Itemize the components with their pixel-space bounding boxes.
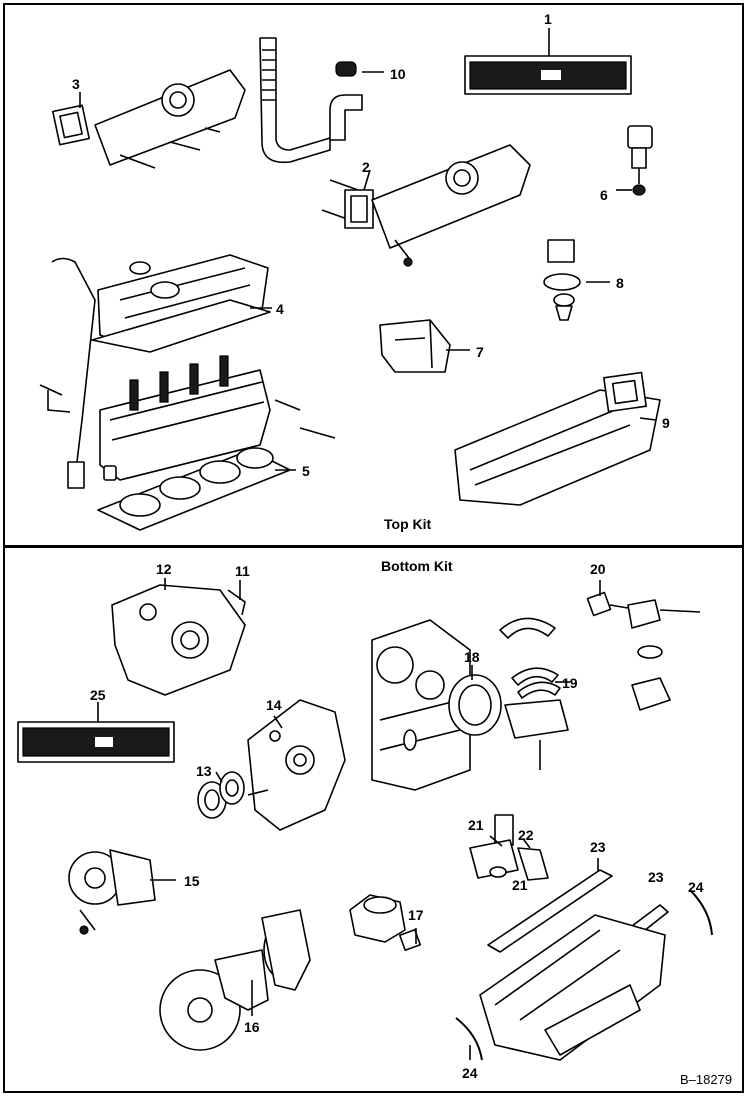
callout-25: 25	[90, 687, 106, 703]
hose-pipe-part-10	[259, 37, 363, 164]
seal-plate-part-18	[448, 674, 502, 736]
flywheel-plate-part-16	[159, 909, 311, 1051]
decal-part-25	[17, 721, 175, 763]
diagram-border	[3, 3, 744, 1093]
callout-5: 5	[302, 463, 310, 479]
callout-7: 7	[476, 344, 484, 360]
oil-pan	[479, 914, 666, 1061]
thermostat-part-8	[543, 239, 581, 321]
callout-18: 18	[464, 649, 480, 665]
seal-part-13	[197, 771, 269, 819]
callout-14: 14	[266, 697, 282, 713]
top-kit-heading: Top Kit	[384, 516, 432, 532]
exhaust-manifold-right	[321, 144, 531, 267]
timing-cover-part-14	[247, 699, 346, 831]
callout-21-upper: 21	[468, 817, 484, 833]
cylinder-head-left	[99, 355, 336, 481]
decal-part-1	[464, 55, 632, 95]
oil-pump-part-21	[469, 814, 549, 881]
bearing-part-19	[499, 617, 569, 770]
water-pump-part-15	[68, 849, 156, 935]
callout-2: 2	[362, 159, 370, 175]
fitting-part-20	[586, 591, 701, 711]
callout-21-lower: 21	[512, 877, 528, 893]
callout-22: 22	[518, 827, 534, 843]
kit-divider-line	[5, 545, 744, 548]
callout-24-right: 24	[688, 879, 704, 895]
callout-19: 19	[562, 675, 578, 691]
figure-number: B–18279	[680, 1072, 733, 1087]
dipstick-tube	[39, 257, 96, 489]
bottom-kit-heading: Bottom Kit	[381, 558, 453, 574]
housing-part-7	[379, 319, 451, 373]
sensor-part-6	[627, 125, 653, 196]
callout-10: 10	[390, 66, 406, 82]
exhaust-manifold-left	[51, 69, 246, 169]
callout-17: 17	[408, 907, 424, 923]
callout-4: 4	[276, 301, 284, 317]
gear-case-part-12	[111, 584, 246, 696]
callout-15: 15	[184, 873, 200, 889]
callout-12: 12	[156, 561, 172, 577]
cylinder-head-part-9	[454, 371, 661, 506]
callout-1: 1	[544, 11, 552, 27]
callout-9: 9	[662, 415, 670, 431]
head-gasket-part-5	[97, 447, 291, 531]
engine-block	[371, 619, 471, 791]
callout-11: 11	[235, 563, 250, 579]
callout-23-upper: 23	[590, 839, 606, 855]
callout-24-lower: 24	[462, 1065, 478, 1081]
rear-seal-part-24b	[455, 1017, 483, 1061]
callout-13: 13	[196, 763, 212, 779]
callout-3: 3	[72, 76, 80, 92]
rear-seal-part-24a	[689, 889, 713, 936]
callout-16: 16	[244, 1019, 260, 1035]
valve-cover-part-4	[91, 254, 271, 353]
callout-6: 6	[600, 187, 608, 203]
callout-23-lower: 23	[648, 869, 664, 885]
fuel-pump-part-17	[349, 894, 422, 952]
callout-20: 20	[590, 561, 606, 577]
callout-8: 8	[616, 275, 624, 291]
